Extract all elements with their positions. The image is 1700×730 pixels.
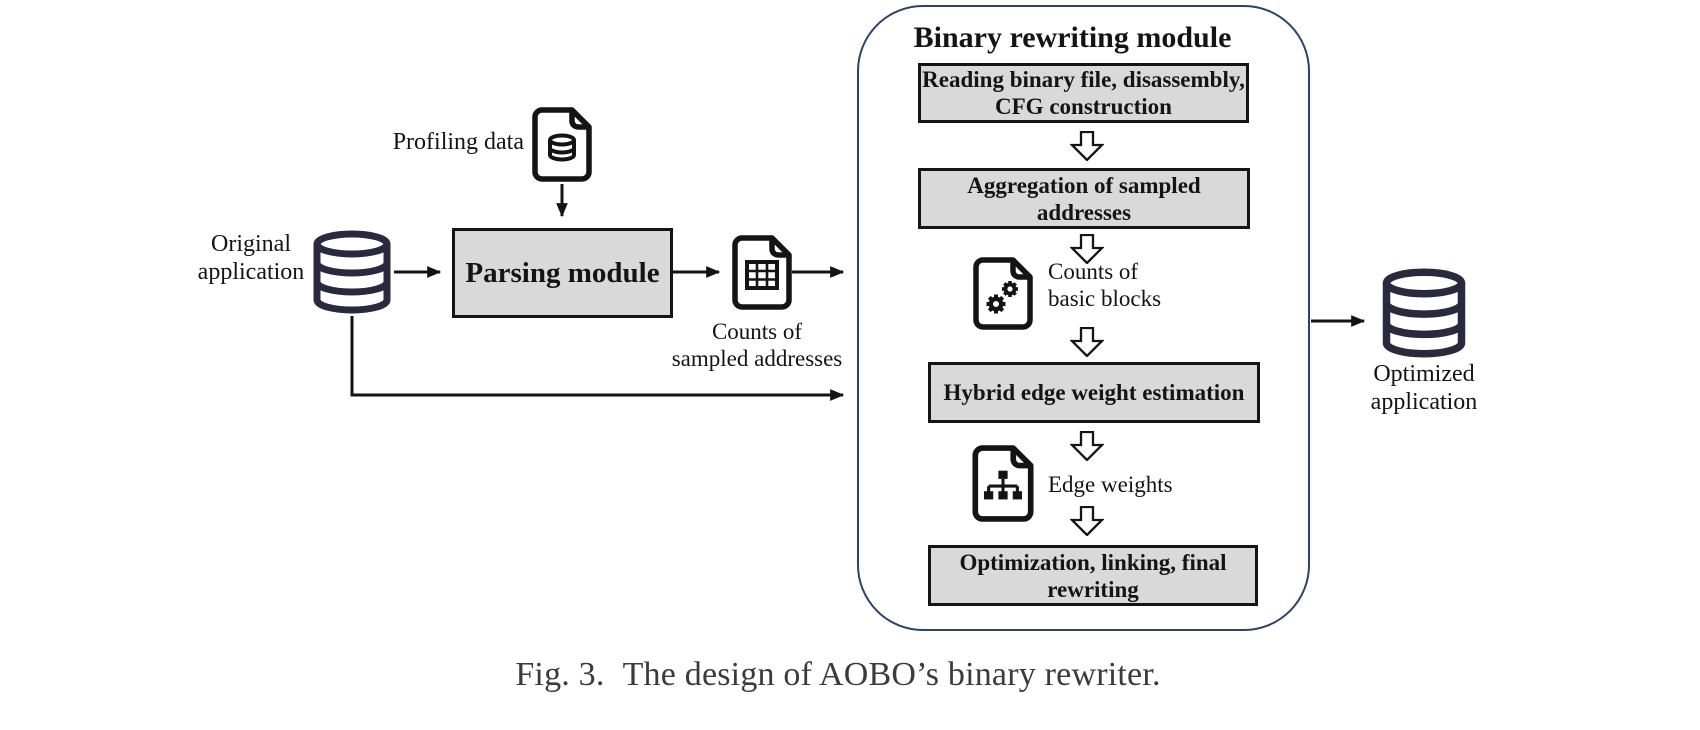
step-box-optimization: Optimization, linking, final rewriting — [928, 545, 1258, 606]
document-tree-icon — [972, 445, 1034, 522]
step-box-aggregation: Aggregation of sampled addresses — [918, 168, 1250, 229]
document-database-icon — [532, 107, 592, 182]
sampled-addresses-label: Counts of sampled addresses — [671, 319, 843, 371]
document-table-icon — [732, 235, 792, 310]
database-glyph — [548, 133, 576, 162]
optimized-application-label: Optimized application — [1370, 361, 1478, 415]
profiling-data-label: Profiling data — [392, 129, 524, 155]
edge-weights-label: Edge weights — [1048, 472, 1173, 497]
original-application-label: Original application — [197, 231, 305, 285]
tree-glyph — [984, 470, 1022, 500]
figure-caption-text: The design of AOBO’s binary rewriter. — [622, 656, 1161, 693]
gears-glyph — [986, 281, 1018, 314]
optimized-database-icon — [1382, 268, 1466, 358]
parsing-module-label: Parsing module — [465, 257, 660, 289]
parsing-module-box: Parsing module — [452, 228, 673, 318]
step-box-reading-binary: Reading binary file, disassembly, CFG co… — [918, 63, 1249, 123]
hollow-down-arrow-icon — [1070, 234, 1104, 264]
table-glyph — [745, 260, 779, 290]
original-database-icon — [313, 230, 391, 314]
counts-basic-blocks-label: Counts of basic blocks — [1048, 259, 1162, 311]
binary-rewriting-module-title: Binary rewriting module — [913, 21, 1232, 54]
document-gears-icon — [973, 257, 1033, 330]
figure-caption-number: Fig. 3. — [515, 656, 605, 693]
hollow-down-arrow-icon — [1070, 131, 1104, 161]
hollow-down-arrow-icon — [1070, 431, 1104, 461]
hollow-down-arrow-icon — [1070, 327, 1104, 357]
hollow-down-arrow-icon — [1070, 506, 1104, 536]
figure-caption: Fig. 3. The design of AOBO’s binary rewri… — [0, 656, 1676, 694]
step-box-hybrid-edge-weight: Hybrid edge weight estimation — [928, 362, 1260, 423]
